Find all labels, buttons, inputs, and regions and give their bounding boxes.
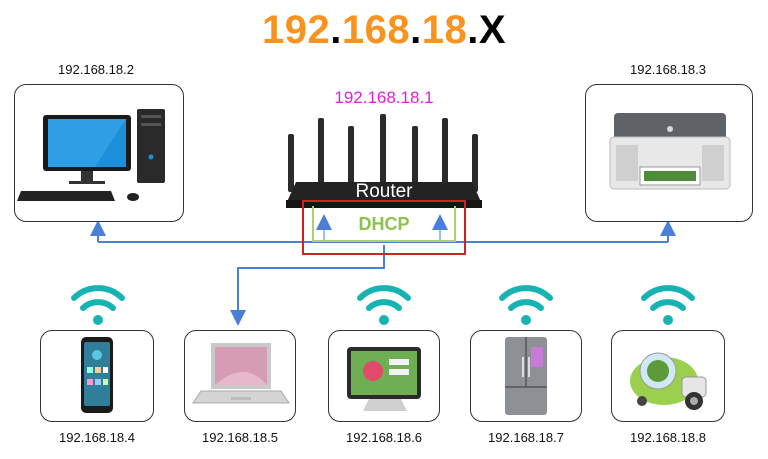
dhcp-server-box xyxy=(312,206,456,242)
robot-vacuum-icon xyxy=(630,352,707,410)
title-dot: . xyxy=(330,8,342,52)
smartphone-device-card xyxy=(40,330,154,422)
device-ip: 192.168.18.5 xyxy=(202,430,278,445)
title-octet-4: X xyxy=(478,8,507,52)
device-ip: 192.168.18.4 xyxy=(59,430,135,445)
wifi-icon xyxy=(357,285,411,325)
robot-vacuum-device-card xyxy=(611,330,725,422)
device-ip: 192.168.18.2 xyxy=(58,62,134,77)
desktop-device-card xyxy=(14,84,184,222)
printer-icon xyxy=(609,113,731,190)
wifi-icon xyxy=(499,285,553,325)
title-dot: . xyxy=(467,8,479,52)
laptop-device-card xyxy=(184,330,296,422)
title-octet-1: 192 xyxy=(261,8,331,52)
device-ip: 192.168.18.3 xyxy=(630,62,706,77)
router-label: Router xyxy=(355,181,413,202)
smartphone-icon xyxy=(81,337,113,413)
router-ip: 192.168.18.1 xyxy=(334,88,434,107)
tablet-icon xyxy=(347,347,421,411)
wifi-icon xyxy=(71,285,125,325)
refrigerator-device-card xyxy=(470,330,582,422)
dhcp-label: DHCP xyxy=(358,214,410,234)
device-ip: 192.168.18.7 xyxy=(488,430,564,445)
title-dot: . xyxy=(410,8,422,52)
tablet-device-card xyxy=(328,330,440,422)
device-ip: 192.168.18.6 xyxy=(346,430,422,445)
laptop-icon xyxy=(192,343,290,404)
title-octet-3: 18 xyxy=(421,8,468,52)
wifi-icon xyxy=(641,285,695,325)
network-title: 192.168.18.X xyxy=(0,8,768,52)
desktop-computer-icon xyxy=(17,109,165,201)
device-ip: 192.168.18.8 xyxy=(630,430,706,445)
printer-device-card xyxy=(585,84,753,222)
dhcp-frame xyxy=(302,200,466,255)
refrigerator-icon xyxy=(505,337,547,415)
router-icon xyxy=(286,114,482,208)
title-octet-2: 168 xyxy=(341,8,411,52)
